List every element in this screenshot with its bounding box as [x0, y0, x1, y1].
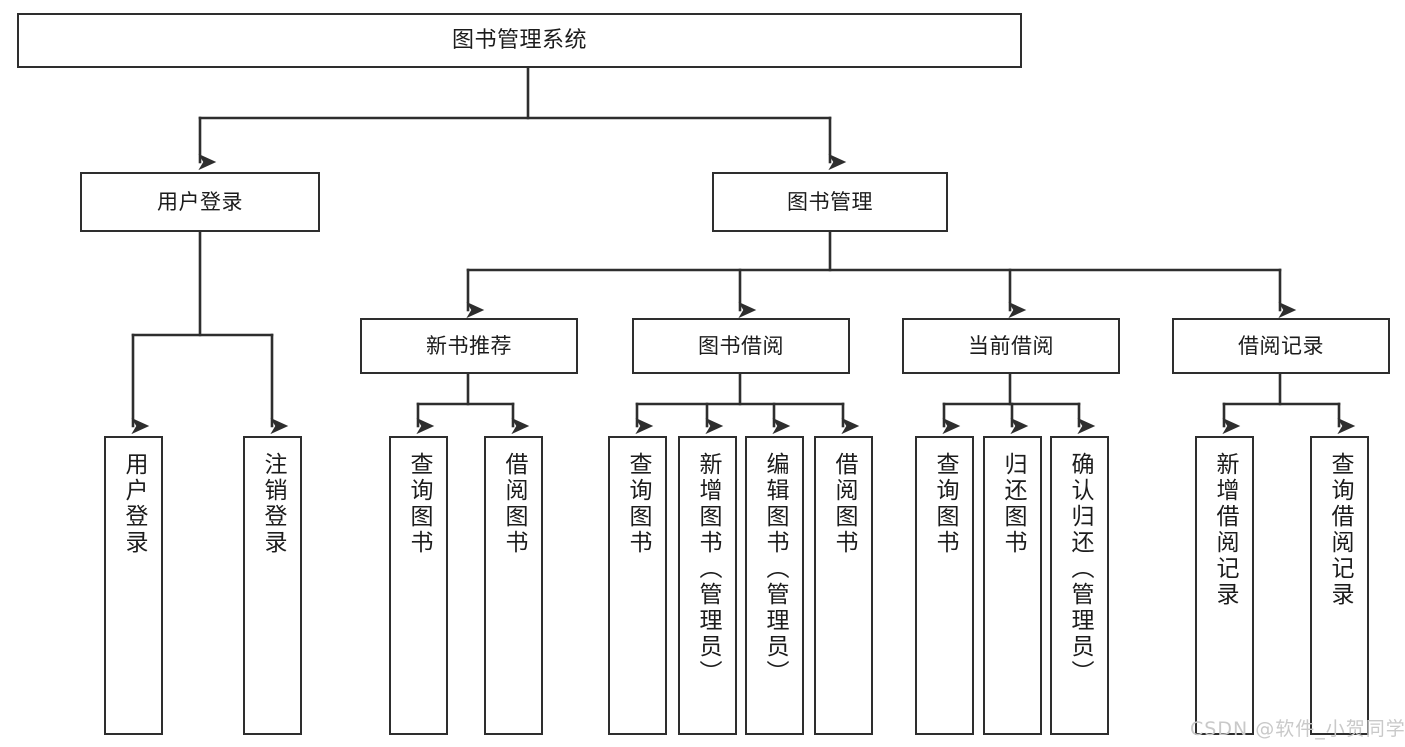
node-label: 查询图书: [932, 452, 958, 556]
node-label: 新增借阅记录: [1212, 452, 1238, 608]
node-book-borrow[interactable]: 图书借阅: [632, 318, 850, 374]
leaf-current-query-book[interactable]: 查询图书: [915, 436, 974, 735]
node-label: 用户登录: [121, 452, 147, 556]
node-label: 查询借阅记录: [1327, 452, 1353, 608]
node-label: 查询图书: [625, 452, 651, 556]
node-label: 用户登录: [157, 189, 243, 214]
leaf-record-add-record[interactable]: 新增借阅记录: [1195, 436, 1254, 735]
node-label: 借阅记录: [1238, 333, 1324, 358]
leaf-borrow-edit-book-admin[interactable]: 编辑图书（管理员）: [745, 436, 804, 735]
node-label: 归还图书: [1000, 452, 1026, 556]
leaf-record-query-record[interactable]: 查询借阅记录: [1310, 436, 1369, 735]
leaf-user-login-signout[interactable]: 注销登录: [243, 436, 302, 735]
node-user-login[interactable]: 用户登录: [80, 172, 320, 232]
node-label: 借阅图书: [831, 452, 857, 556]
node-label: 查询图书: [406, 452, 432, 556]
node-label: 编辑图书（管理员）: [762, 452, 788, 686]
node-root-system[interactable]: 图书管理系统: [17, 13, 1022, 68]
leaf-current-confirm-return-admin[interactable]: 确认归还（管理员）: [1050, 436, 1109, 735]
node-new-book-recommend[interactable]: 新书推荐: [360, 318, 578, 374]
leaf-borrow-add-book-admin[interactable]: 新增图书（管理员）: [678, 436, 737, 735]
node-current-borrow[interactable]: 当前借阅: [902, 318, 1120, 374]
node-label: 借阅图书: [501, 452, 527, 556]
node-label: 当前借阅: [968, 333, 1054, 358]
leaf-user-login-signin[interactable]: 用户登录: [104, 436, 163, 735]
node-label: 图书借阅: [698, 333, 784, 358]
node-label: 确认归还（管理员）: [1067, 452, 1093, 686]
leaf-current-return-book[interactable]: 归还图书: [983, 436, 1042, 735]
node-label: 新增图书（管理员）: [695, 452, 721, 686]
node-borrow-record[interactable]: 借阅记录: [1172, 318, 1390, 374]
leaf-borrow-query-book[interactable]: 查询图书: [608, 436, 667, 735]
watermark-text: CSDN @软件_小贺同学: [1190, 718, 1405, 740]
leaf-recommend-borrow-book[interactable]: 借阅图书: [484, 436, 543, 735]
leaf-borrow-borrow-book[interactable]: 借阅图书: [814, 436, 873, 735]
node-label: 图书管理: [787, 189, 873, 214]
node-book-management[interactable]: 图书管理: [712, 172, 948, 232]
node-label: 注销登录: [260, 452, 286, 556]
leaf-recommend-query-book[interactable]: 查询图书: [389, 436, 448, 735]
node-label: 图书管理系统: [451, 27, 587, 53]
node-label: 新书推荐: [426, 333, 512, 358]
